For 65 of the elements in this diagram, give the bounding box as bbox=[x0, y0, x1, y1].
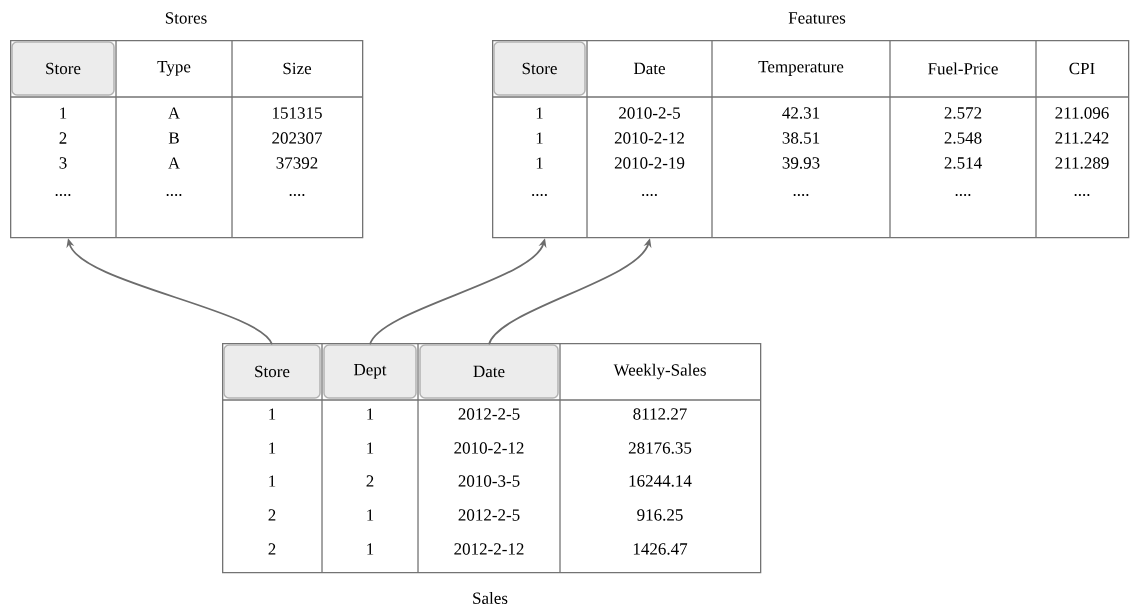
table-cell: .... bbox=[166, 194, 182, 196]
table-cell: 2012-2-5 bbox=[458, 509, 520, 521]
header-cell: Temperature bbox=[758, 61, 844, 76]
table-cell: 211.096 bbox=[1055, 107, 1109, 119]
table-cell: 2 bbox=[366, 475, 374, 487]
table-cell: 2.514 bbox=[944, 157, 982, 169]
header-cell: Type bbox=[157, 61, 191, 76]
table-cell: 916.25 bbox=[637, 509, 683, 521]
table-cell: 1 bbox=[269, 408, 276, 420]
table-cell: 2010-3-5 bbox=[458, 475, 520, 487]
table-cell: 1 bbox=[367, 509, 374, 521]
table-cell: A bbox=[168, 107, 181, 119]
table-cell: 1426.47 bbox=[633, 543, 688, 555]
table-cell: 37392 bbox=[276, 157, 318, 169]
key-header-cell: Store bbox=[493, 41, 586, 96]
table-cell: .... bbox=[642, 194, 657, 196]
table-cell: 8112.27 bbox=[633, 408, 687, 420]
table-cell: 151315 bbox=[273, 107, 322, 119]
table-cell: 211.289 bbox=[1055, 157, 1109, 169]
table-title: Stores bbox=[165, 12, 207, 24]
table-cell: 38.51 bbox=[782, 132, 820, 144]
header-cell: Fuel-Price bbox=[928, 62, 998, 75]
table-cell: 42.31 bbox=[782, 107, 820, 119]
key-header-cell: Date bbox=[419, 344, 559, 399]
table-cell: .... bbox=[955, 194, 971, 196]
table-cell: .... bbox=[55, 194, 71, 196]
table-title: Features bbox=[788, 12, 846, 24]
table-cell: 2 bbox=[59, 132, 67, 144]
table-cell: .... bbox=[1074, 194, 1090, 196]
table-cell: 2010-2-5 bbox=[619, 107, 680, 119]
table-cell: 1 bbox=[367, 442, 374, 454]
table-cell: 1 bbox=[536, 132, 543, 144]
header-cell: CPI bbox=[1069, 62, 1095, 75]
table-cell: 3 bbox=[59, 157, 67, 169]
table-cell: 2012-2-5 bbox=[458, 408, 520, 420]
table-cell: 2010-2-12 bbox=[614, 132, 684, 144]
header-cell: Date bbox=[633, 62, 665, 75]
table-cell: 211.242 bbox=[1055, 132, 1109, 144]
table-cell: A bbox=[168, 157, 181, 169]
table-cell: .... bbox=[289, 194, 305, 196]
table-title: Sales bbox=[473, 592, 508, 604]
table-cell: 2010-2-12 bbox=[454, 442, 524, 454]
header-cell: Size bbox=[283, 62, 312, 75]
key-header-cell: Store bbox=[223, 344, 321, 399]
table-cell: 2 bbox=[268, 543, 276, 555]
table-cell: 2010-2-19 bbox=[614, 157, 685, 169]
table-cell: 1 bbox=[367, 543, 374, 555]
table-cell: .... bbox=[532, 194, 547, 196]
header-cell: Weekly-Sales bbox=[613, 363, 706, 380]
key-header-cell: Store bbox=[11, 41, 115, 96]
table-cell: 1 bbox=[367, 408, 374, 420]
table-cell: 16244.14 bbox=[629, 475, 692, 487]
table-cell: 2012-2-12 bbox=[454, 543, 524, 555]
table-cell: B bbox=[168, 132, 179, 144]
table-cell: 39.93 bbox=[782, 157, 820, 169]
table-cell: 1 bbox=[269, 442, 276, 454]
key-header-cell: Dept bbox=[323, 344, 417, 399]
table-cell: 2 bbox=[268, 509, 276, 521]
table-cell: 28176.35 bbox=[628, 442, 692, 454]
table-cell: .... bbox=[793, 194, 809, 196]
table-cell: 1 bbox=[269, 475, 276, 487]
table-cell: 2.548 bbox=[944, 132, 982, 144]
table-cell: 202307 bbox=[272, 132, 322, 144]
table-cell: 1 bbox=[536, 157, 543, 169]
table-cell: 2.572 bbox=[944, 107, 982, 119]
